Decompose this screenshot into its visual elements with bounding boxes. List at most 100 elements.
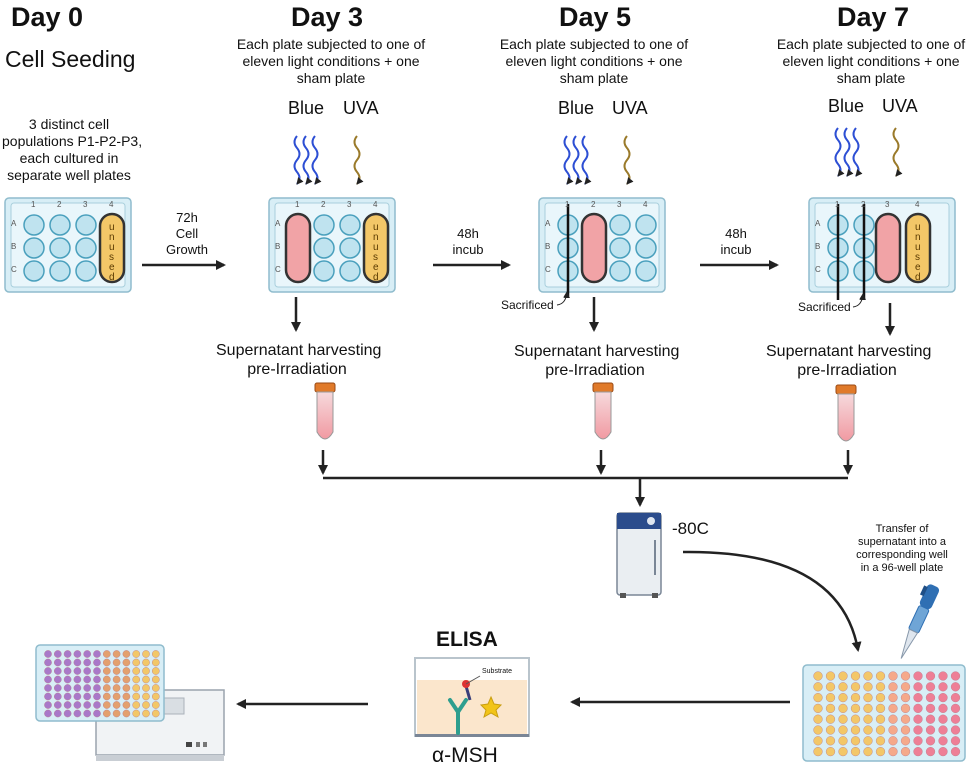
well (122, 709, 131, 718)
well (93, 709, 101, 718)
well (103, 692, 111, 701)
well (44, 692, 52, 701)
well (73, 701, 82, 709)
cell-seeding-title: Cell Seeding (5, 46, 136, 72)
well (825, 746, 836, 757)
well (93, 692, 101, 701)
unused-label-letter: n (915, 232, 921, 243)
well (103, 667, 111, 675)
plate-day5-col-label: 4 (643, 200, 648, 209)
well (63, 692, 72, 701)
well (900, 725, 911, 735)
day7-label: Day 7 (837, 2, 910, 32)
well (63, 658, 72, 667)
well (888, 682, 898, 692)
well (83, 650, 91, 658)
unused-label-letter: u (373, 242, 379, 253)
well (142, 675, 150, 684)
well (813, 714, 823, 724)
unused-label-letter: u (109, 242, 115, 253)
well (813, 736, 823, 746)
well (863, 682, 873, 692)
well (813, 671, 823, 681)
harvest-arrows (291, 297, 895, 336)
well (938, 725, 948, 735)
well (838, 703, 848, 714)
well (122, 658, 131, 667)
well (925, 736, 936, 746)
well (54, 658, 62, 667)
well (142, 650, 150, 658)
well (103, 701, 111, 709)
well (813, 682, 823, 692)
well (112, 675, 121, 684)
well (93, 667, 101, 675)
well (122, 675, 131, 684)
well (913, 671, 923, 681)
well (838, 746, 848, 757)
well (83, 684, 91, 692)
unused-label-letter: n (373, 232, 379, 243)
well (54, 684, 62, 692)
well (875, 703, 886, 714)
unused-label-letter: e (373, 262, 379, 273)
well (93, 684, 101, 692)
elisa-well (414, 657, 530, 737)
well (54, 675, 62, 684)
unused-label-letter: d (373, 272, 379, 283)
sacrificed-pointer-day7 (852, 293, 866, 308)
well (151, 675, 160, 684)
well (44, 701, 52, 709)
well (151, 701, 160, 709)
well (938, 692, 948, 703)
unused-label-letter: d (109, 272, 115, 283)
well (825, 725, 836, 735)
elisa-title: ELISA (436, 628, 498, 651)
well (813, 746, 823, 757)
well (863, 746, 873, 757)
well (950, 714, 961, 724)
well (950, 736, 961, 746)
well (142, 692, 150, 701)
unused-label-letter: u (373, 222, 379, 233)
well (875, 714, 886, 724)
well (888, 692, 898, 703)
well (112, 658, 121, 667)
unused-label-letter: u (109, 222, 115, 233)
well (900, 692, 911, 703)
well (54, 650, 62, 658)
well (900, 746, 911, 757)
well (44, 684, 52, 692)
well (142, 658, 150, 667)
well (151, 667, 160, 675)
well (112, 701, 121, 709)
well (850, 682, 861, 692)
well (44, 675, 52, 684)
well (122, 650, 131, 658)
tube-day3 (314, 382, 336, 440)
plate-day7-col-label: 4 (915, 200, 920, 209)
unused-label-letter: s (915, 252, 920, 263)
well (850, 714, 861, 724)
unused-label-letter: d (915, 272, 921, 283)
unused-label-letter: s (373, 252, 378, 263)
well (875, 725, 886, 735)
well (63, 709, 72, 718)
well (838, 692, 848, 703)
well (103, 675, 111, 684)
well (63, 701, 72, 709)
well (900, 682, 911, 692)
plate-day7-col-label: 3 (885, 200, 890, 209)
well (112, 692, 121, 701)
well (103, 658, 111, 667)
plate-96-well-reader (35, 644, 165, 722)
uva-label-day5: UVA (612, 98, 648, 118)
well (875, 736, 886, 746)
well (900, 714, 911, 724)
plate-day7-row-label: A (815, 219, 821, 228)
